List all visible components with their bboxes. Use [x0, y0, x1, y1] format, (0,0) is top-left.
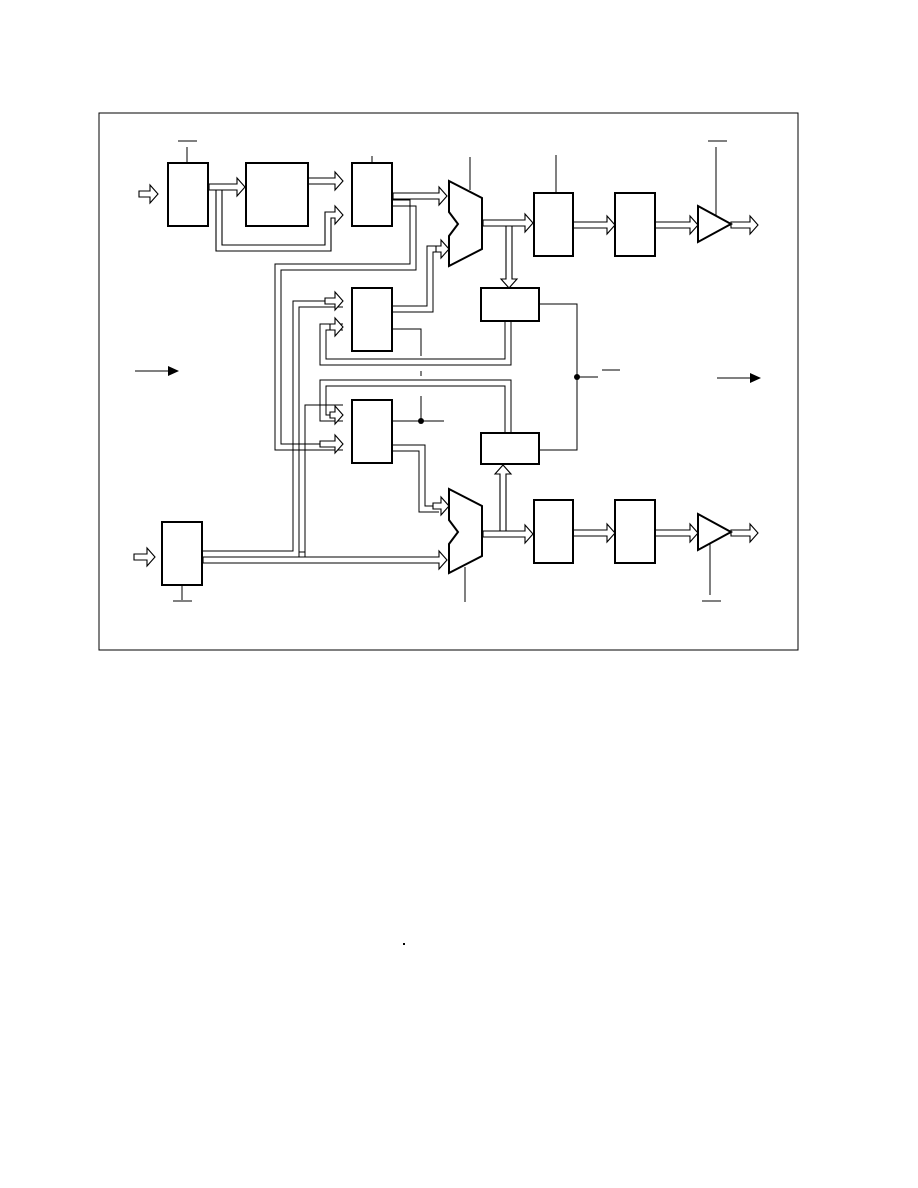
- junction-dot-left: [418, 418, 424, 424]
- bus-output-top: [730, 214, 759, 236]
- bus-lowmux-to-latch: [493, 464, 513, 532]
- register-top: [351, 162, 393, 227]
- signal-arrows: [135, 366, 761, 383]
- bus-mid-to-mux-a: [393, 245, 439, 307]
- bus-output-bottom: [730, 522, 759, 544]
- register-input-bottom: [161, 521, 203, 586]
- bus-lowmux-to-reg: [482, 523, 534, 545]
- bus-lowreg3-to-reg4: [572, 522, 616, 544]
- bus-lowmid-to-mux-arrow: [432, 495, 450, 517]
- latch-top: [480, 287, 540, 322]
- bus-input-b-to-mux: [202, 549, 448, 571]
- bus-lowreg4-to-buffer: [654, 522, 699, 544]
- mux-bottom: [448, 487, 483, 575]
- ctrl-upper-mid-stub: [393, 328, 422, 356]
- output-buffer-bottom: [697, 512, 734, 552]
- bus-block-to-reg2: [307, 170, 344, 192]
- register-input-top: [167, 162, 209, 227]
- bus-input-bottom: [133, 546, 156, 568]
- bus-input-b-b: [203, 306, 343, 558]
- bus-lowmid-to-mux-b: [393, 450, 439, 513]
- register-upper-middle: [351, 287, 393, 352]
- latch-bottom: [480, 432, 540, 465]
- register-out-top-a: [533, 192, 574, 257]
- register-lower-middle: [351, 399, 393, 464]
- bus-reg1-loop: [215, 189, 344, 252]
- stray-mark: [403, 943, 405, 945]
- register-out-top-b: [614, 192, 656, 257]
- register-out-bottom-b: [614, 499, 656, 564]
- bus-feedback-a: [274, 199, 411, 451]
- bus-feedback-b: [280, 205, 417, 445]
- signal-left-arrowhead: [168, 366, 179, 376]
- bus-reg2-to-mux: [392, 185, 448, 207]
- bus-connections: [133, 170, 759, 571]
- bus-input-b-a: [203, 300, 343, 552]
- bus-feedback-arrow: [319, 433, 344, 455]
- register-out-bottom-a: [533, 499, 574, 564]
- signal-right-arrowhead: [750, 373, 761, 383]
- bus-input-b-branch: [304, 404, 343, 557]
- junction-dot-right: [574, 374, 580, 380]
- bus-latch-top-loop-arrow: [329, 316, 344, 338]
- ctrl-latch-tie: [539, 303, 578, 451]
- bus-reg3-to-reg4: [572, 214, 616, 236]
- bus-reg4-to-buffer: [654, 214, 699, 236]
- bus-mux-to-reg3: [482, 212, 534, 234]
- control-lines: [173, 140, 727, 602]
- bus-mux-to-latch: [499, 225, 519, 289]
- bus-latch-bottom-loop-arrow: [329, 404, 344, 426]
- output-buffer-top: [697, 204, 734, 244]
- ctrl-lower-mid-stub: [420, 396, 444, 422]
- bus-lowmid-to-mux-a: [393, 444, 439, 507]
- bus-latch-top-loop-b: [319, 321, 512, 366]
- processing-block: [245, 162, 309, 227]
- bus-reg1-to-block: [208, 176, 246, 198]
- diagram-frame: [98, 112, 799, 651]
- bus-latch-bottom-loop-b: [319, 379, 512, 433]
- mux-top: [448, 179, 483, 268]
- bus-mid-to-mux-arrow: [435, 238, 450, 260]
- blocks: [161, 162, 734, 586]
- bus-input-b-arrow-top: [324, 290, 344, 312]
- bus-input-top: [138, 183, 159, 205]
